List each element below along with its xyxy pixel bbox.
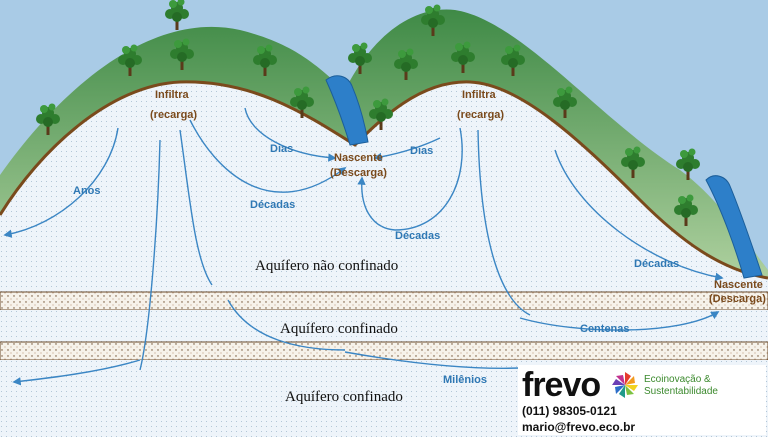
decadas-label-middle: Décadas — [395, 230, 440, 242]
phone-number: (011) 98305-0121 — [522, 404, 617, 418]
flow-arrow-decadas-1 — [189, 119, 347, 193]
flow-arrow — [139, 139, 161, 371]
frevo-logo: frevo — [522, 366, 601, 404]
flow-arrow-milenios — [344, 351, 521, 369]
flow-arrow — [477, 129, 531, 316]
centenas-label: Centenas — [580, 323, 630, 335]
anos-label: Anos — [73, 185, 101, 197]
brand-tagline: Ecoinovação & Sustentabilidade — [644, 374, 718, 397]
brand-card: frevo Ecoinovação & Sustentabilidade (01… — [518, 365, 766, 435]
nascente-label-left: Nascente — [334, 152, 383, 164]
flow-arrow — [12, 359, 141, 386]
unconfined-aquifer-label: Aquífero não confinado — [255, 258, 398, 274]
dias-label-left: Dias — [270, 143, 293, 155]
flow-arrows — [3, 107, 724, 386]
ground-surface-line — [0, 80, 768, 280]
recarga-label-right: (recarga) — [457, 109, 504, 121]
email-address[interactable]: mario@frevo.eco.br — [522, 420, 636, 434]
confining-layer-2 — [0, 341, 768, 361]
stream-right — [705, 175, 763, 279]
descarga-label-left: (Descarga) — [330, 167, 387, 179]
confined-aquifer-label-2: Aquífero confinado — [285, 389, 403, 405]
unconfined-aquifer — [0, 81, 768, 292]
flow-arrow-centenas — [519, 311, 720, 331]
confined-aquifer-label-1: Aquífero confinado — [280, 321, 398, 337]
flow-arrow — [179, 129, 213, 286]
dias-label-right: Dias — [410, 145, 433, 157]
recarga-label-left: (recarga) — [150, 109, 197, 121]
flow-arrow-decadas-3 — [554, 149, 724, 281]
stream-left — [325, 75, 369, 146]
confined-aquifer-1 — [0, 310, 768, 342]
decadas-label-right: Décadas — [634, 258, 679, 270]
flow-arrow-decadas-2 — [357, 127, 463, 231]
flow-arrow — [227, 299, 346, 351]
confining-layer-1 — [0, 291, 768, 311]
flow-arrow-dias-2 — [373, 137, 441, 161]
milenios-label: Milênios — [443, 374, 487, 386]
flow-arrow-anos — [3, 127, 119, 238]
decadas-label-left: Décadas — [250, 199, 295, 211]
infiltra-label-right: Infiltra — [462, 89, 496, 101]
nascente-label-right: Nascente — [714, 279, 763, 291]
pinwheel-logo-icon — [612, 372, 638, 398]
descarga-label-right: (Descarga) — [709, 293, 766, 305]
flow-arrow-dias-1 — [244, 107, 337, 162]
infiltra-label-left: Infiltra — [155, 89, 189, 101]
